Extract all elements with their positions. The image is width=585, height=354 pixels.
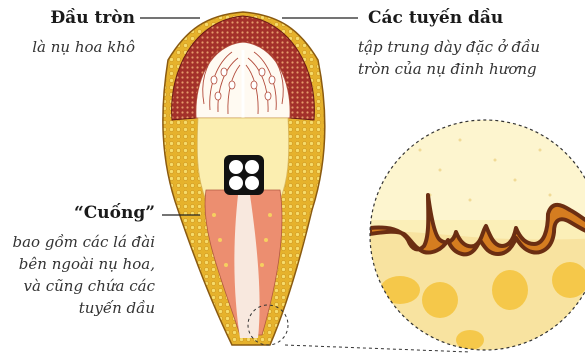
oil-blob	[492, 270, 528, 310]
label-stem-desc-3: và cũng chứa các	[24, 275, 155, 297]
ovary	[224, 155, 264, 195]
label-stem-desc-1: bao gồm các lá đài	[13, 231, 155, 253]
label-stem-desc-2: bên ngoài nụ hoa,	[19, 253, 155, 275]
oil-blob	[422, 282, 458, 318]
label-head-title: Đầu tròn	[50, 8, 135, 28]
label-head-desc: là nụ hoa khô	[32, 36, 135, 58]
zoom-detail	[370, 120, 585, 354]
oil-blob	[380, 276, 420, 304]
label-stem-desc-4: tuyến dầu	[79, 297, 155, 319]
label-glands-title: Các tuyến dầu	[368, 8, 503, 28]
clove-bud	[163, 12, 325, 345]
label-glands-desc-2: tròn của nụ đinh hương	[358, 58, 537, 80]
label-stem-title: “Cuống”	[74, 203, 155, 223]
zoom-connector	[285, 345, 470, 352]
label-glands-desc-1: tập trung dày đặc ở đầu	[358, 36, 540, 58]
